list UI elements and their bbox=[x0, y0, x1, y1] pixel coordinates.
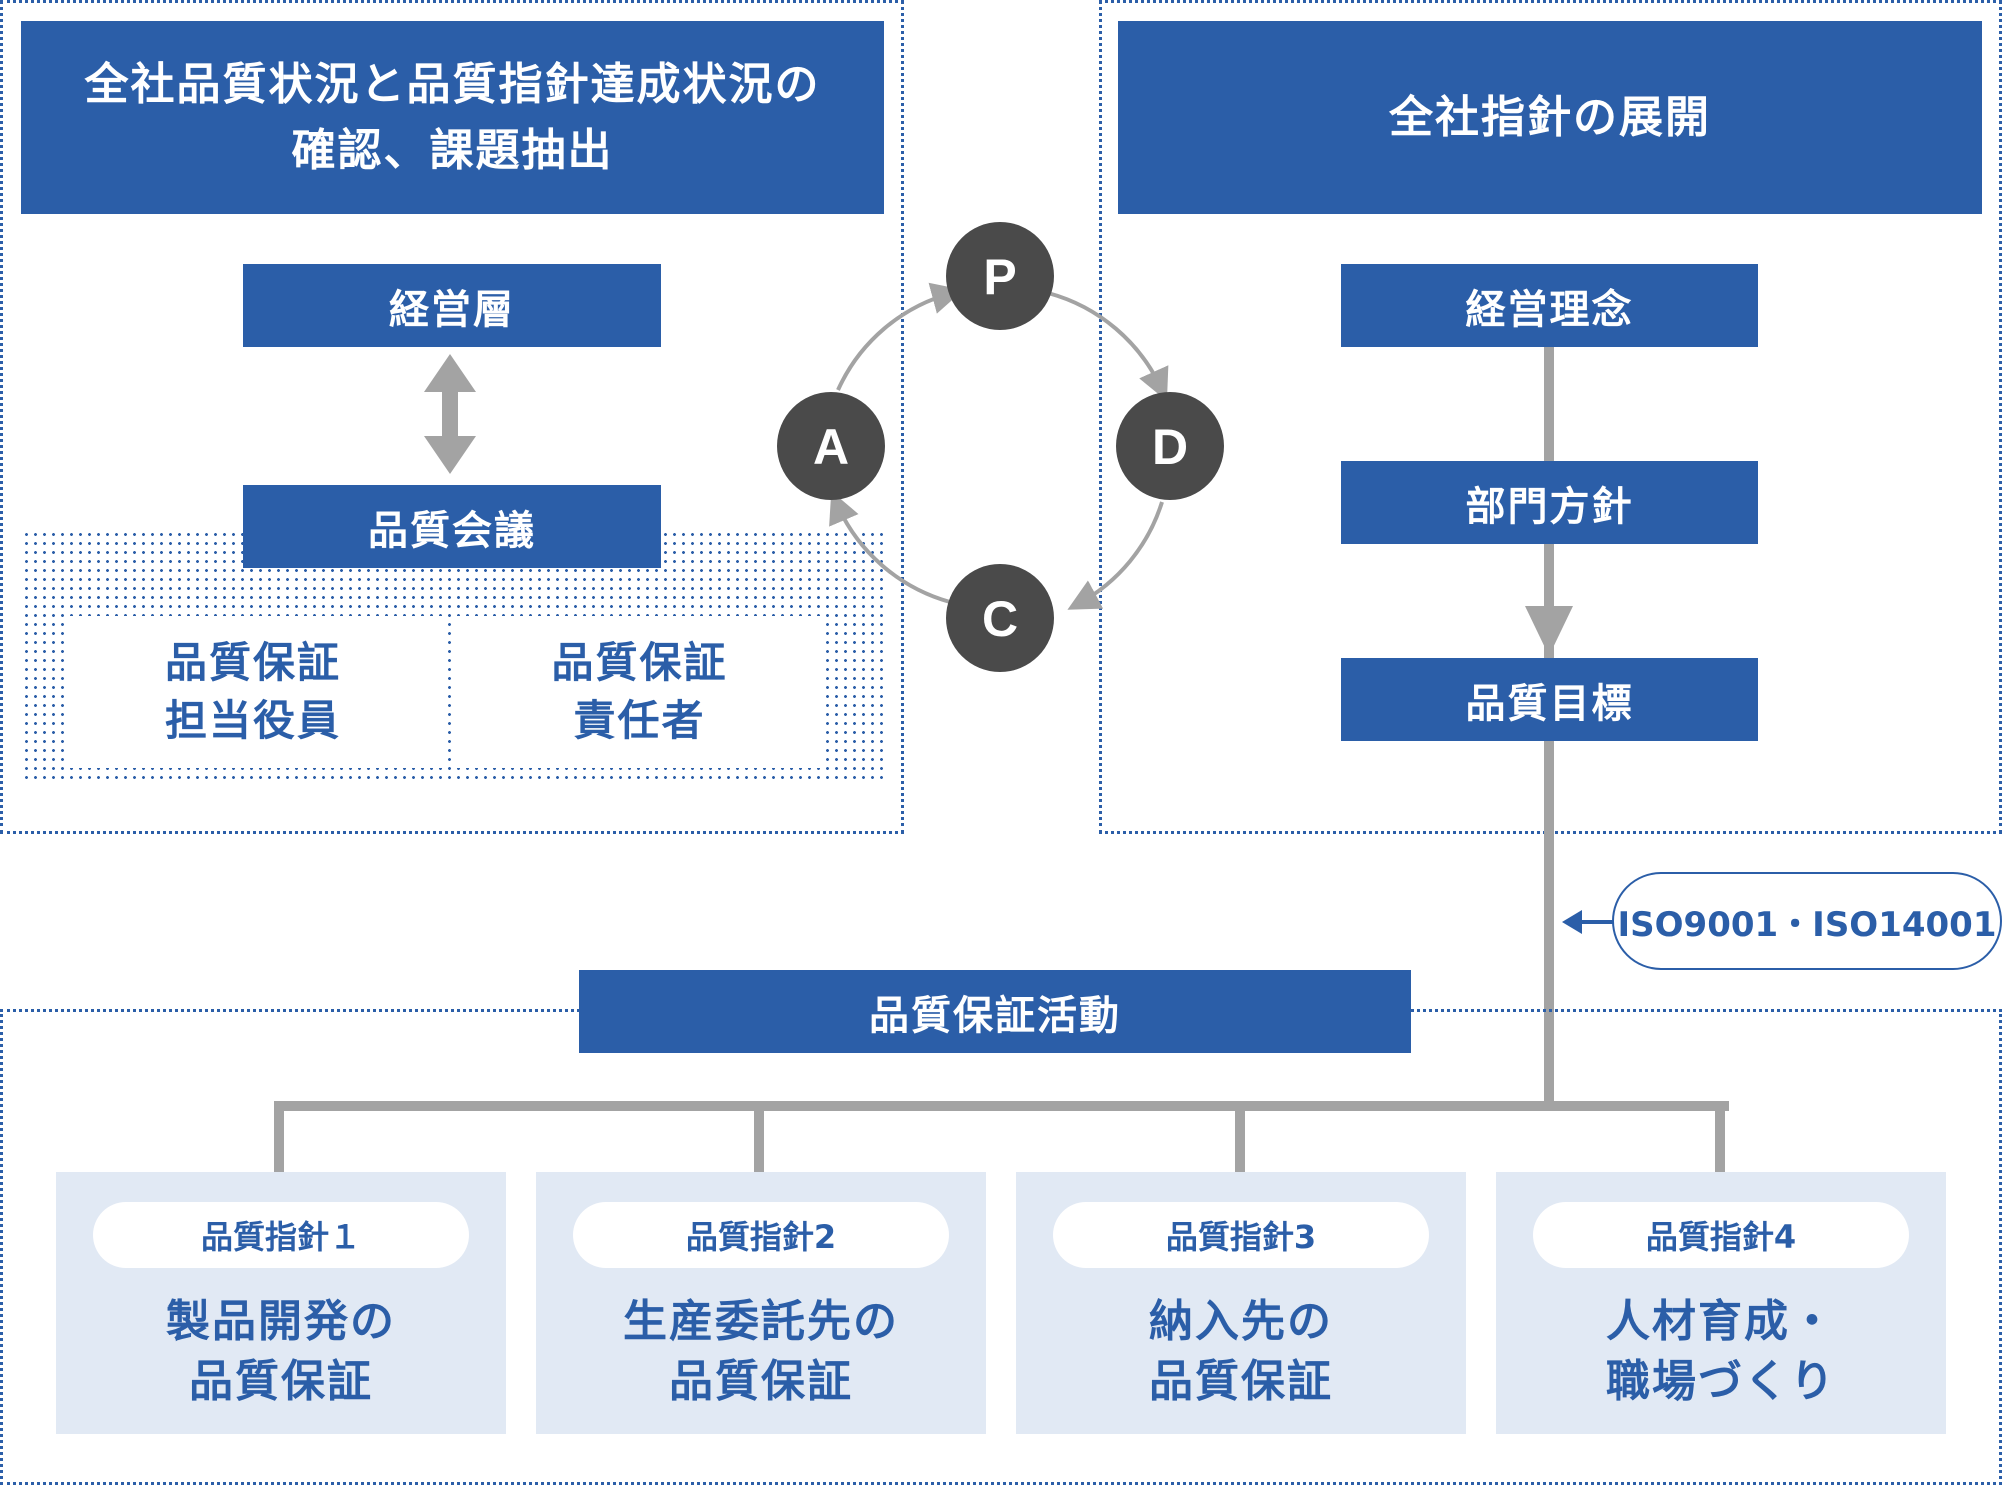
policy-card-1: 品質指針１ 製品開発の 品質保証 bbox=[56, 1172, 506, 1434]
svg-text:D: D bbox=[1152, 419, 1188, 475]
policy-text-4-line-2: 職場づくり bbox=[1606, 1356, 1836, 1407]
policy-label-2: 品質指針2 bbox=[573, 1202, 949, 1268]
arrow-d-to-c bbox=[1067, 501, 1164, 610]
left-panel-title-line-1: 全社品質状況と品質指針達成状況の bbox=[84, 58, 821, 110]
member-qa-manager-line-2: 責任者 bbox=[573, 696, 706, 745]
quality-target-box: 品質目標 bbox=[1341, 658, 1758, 741]
policy-card-3: 品質指針3 納入先の 品質保証 bbox=[1016, 1172, 1466, 1434]
policy-text-1: 製品開発の 品質保証 bbox=[56, 1284, 506, 1420]
policy-text-2: 生産委託先の 品質保証 bbox=[536, 1284, 986, 1420]
policy-card-4: 品質指針4 人材育成・ 職場づくり bbox=[1496, 1172, 1946, 1434]
svg-text:A: A bbox=[813, 419, 849, 475]
tree-branch-1 bbox=[274, 1101, 284, 1173]
member-qa-officer: 品質保証 担当役員 bbox=[64, 616, 442, 768]
policy-label-3: 品質指針3 bbox=[1053, 1202, 1429, 1268]
management-label: 経営層 bbox=[389, 286, 515, 333]
policy-label-3-text: 品質指針3 bbox=[1165, 1218, 1317, 1256]
activities-title: 品質保証活動 bbox=[869, 992, 1121, 1039]
quality-target-label: 品質目標 bbox=[1465, 680, 1634, 727]
tree-branch-4 bbox=[1715, 1101, 1725, 1173]
philosophy-label: 経営理念 bbox=[1465, 286, 1634, 333]
right-panel-title-label: 全社指針の展開 bbox=[1389, 91, 1711, 143]
philosophy-box: 経営理念 bbox=[1341, 264, 1758, 347]
tree-branch-2 bbox=[754, 1101, 764, 1173]
pdca-node-d: D bbox=[1116, 392, 1224, 500]
policy-text-3: 納入先の 品質保証 bbox=[1016, 1284, 1466, 1420]
iso-arrow bbox=[1562, 910, 1614, 934]
policy-text-2-line-1: 生産委託先の bbox=[623, 1296, 899, 1347]
right-panel-title: 全社指針の展開 bbox=[1118, 21, 1982, 214]
arrow-p-to-d bbox=[1047, 291, 1169, 401]
policy-label-1-text: 品質指針１ bbox=[200, 1218, 361, 1256]
iso-label: ISO9001・ISO14001 bbox=[1612, 872, 2002, 970]
policy-label-2-text: 品質指針2 bbox=[685, 1218, 837, 1256]
iso-label-text: ISO9001・ISO14001 bbox=[1617, 904, 1997, 945]
member-qa-officer-line-2: 担当役員 bbox=[164, 696, 341, 745]
arrow-c-to-a bbox=[829, 490, 951, 604]
policy-label-4-text: 品質指針4 bbox=[1645, 1218, 1797, 1256]
member-qa-officer-line-1: 品質保証 bbox=[164, 638, 341, 687]
tree-horizontal-line bbox=[274, 1101, 1729, 1111]
quality-meeting-box: 品質会議 bbox=[243, 485, 661, 568]
department-policy-label: 部門方針 bbox=[1465, 483, 1634, 530]
policy-card-2: 品質指針2 生産委託先の 品質保証 bbox=[536, 1172, 986, 1434]
policy-text-3-line-1: 納入先の bbox=[1149, 1296, 1333, 1347]
activities-title-box: 品質保証活動 bbox=[579, 970, 1411, 1053]
member-qa-manager-line-1: 品質保証 bbox=[551, 638, 728, 687]
policy-text-3-line-2: 品質保証 bbox=[1149, 1356, 1333, 1407]
quality-meeting-label: 品質会議 bbox=[368, 507, 536, 554]
pdca-node-p: P bbox=[946, 222, 1054, 330]
svg-text:C: C bbox=[982, 591, 1018, 647]
flow-arrowhead bbox=[1525, 606, 1573, 656]
bidirectional-arrow bbox=[424, 354, 476, 474]
arrow-a-to-p bbox=[836, 282, 964, 391]
left-panel-title: 全社品質状況と品質指針達成状況の 確認、課題抽出 bbox=[21, 21, 884, 214]
pdca-node-c: C bbox=[946, 564, 1054, 672]
tree-branch-3 bbox=[1235, 1101, 1245, 1173]
policy-label-1: 品質指針１ bbox=[93, 1202, 469, 1268]
svg-text:P: P bbox=[983, 249, 1016, 305]
policy-text-4-line-1: 人材育成・ bbox=[1606, 1296, 1836, 1347]
member-qa-manager: 品質保証 責任者 bbox=[454, 616, 825, 768]
department-policy-box: 部門方針 bbox=[1341, 461, 1758, 544]
pdca-node-a: A bbox=[777, 392, 885, 500]
management-box: 経営層 bbox=[243, 264, 661, 347]
policy-label-4: 品質指針4 bbox=[1533, 1202, 1909, 1268]
policy-text-2-line-2: 品質保証 bbox=[669, 1356, 853, 1407]
pdca-cycle: P D C A bbox=[777, 222, 1224, 672]
policy-text-1-line-2: 品質保証 bbox=[189, 1356, 373, 1407]
policy-text-4: 人材育成・ 職場づくり bbox=[1496, 1284, 1946, 1420]
left-panel bbox=[0, 0, 904, 834]
left-panel-title-line-2: 確認、課題抽出 bbox=[291, 124, 614, 176]
policy-text-1-line-1: 製品開発の bbox=[166, 1296, 396, 1347]
